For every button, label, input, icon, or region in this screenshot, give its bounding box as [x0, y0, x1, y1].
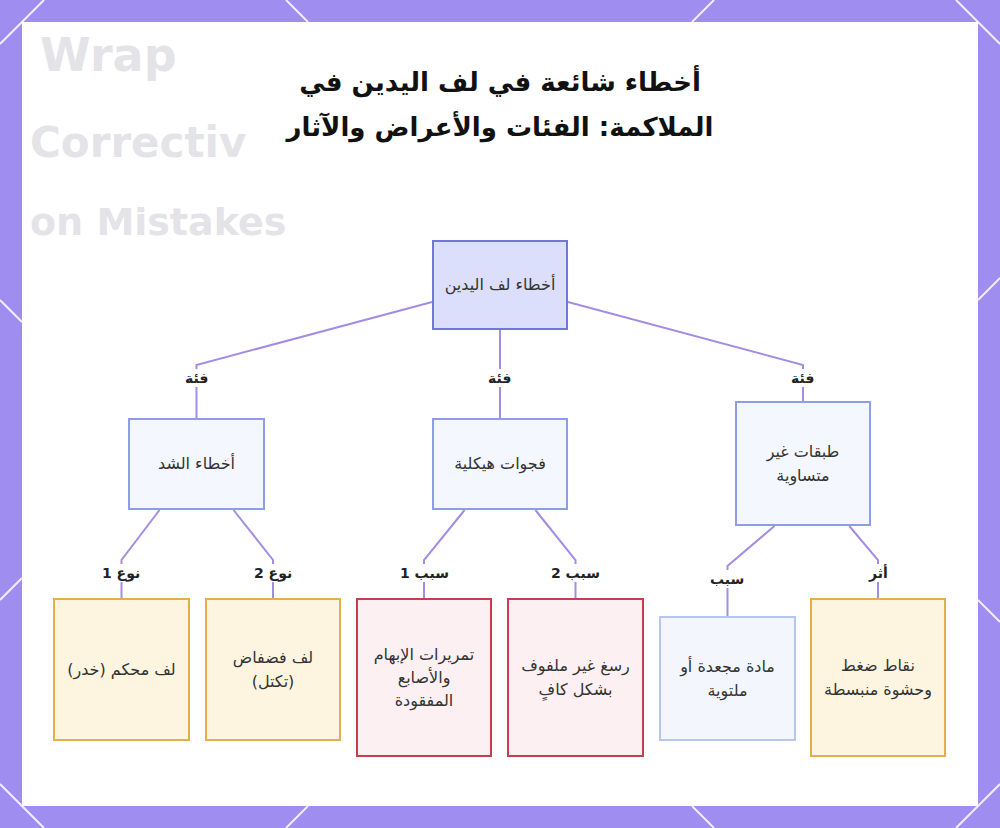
cause-box: تمريرات الإبهام والأصابع المفقودة [356, 598, 492, 757]
connector [197, 302, 433, 418]
node-text: رسغ غير ملفوف بشكل كافٍ [517, 654, 634, 700]
edge-label: سبب 1 [396, 564, 453, 582]
watermark-text: on Mistakes [30, 200, 286, 244]
category-box: طبقات غير متساوية [735, 401, 871, 526]
cause-box: رسغ غير ملفوف بشكل كافٍ [507, 598, 644, 757]
watermark-text: Wrap [40, 28, 177, 82]
edge-label: سبب 2 [547, 564, 604, 582]
cause-box: مادة مجعدة أو ملتوية [659, 616, 796, 741]
node-text: أخطاء الشد [158, 452, 235, 475]
node-text: مادة مجعدة أو ملتوية [669, 655, 786, 701]
edge-label: نوع 2 [250, 564, 296, 582]
node-text: نقاط ضغط وحشوة منبسطة [820, 654, 936, 700]
connector [849, 526, 878, 598]
connector [233, 510, 273, 598]
node-text: طبقات غير متساوية [745, 440, 861, 486]
category-box: فجوات هيكلية [432, 418, 568, 510]
node-text: تمريرات الإبهام والأصابع المفقودة [366, 643, 482, 713]
edge-label: سبب [706, 570, 748, 588]
node-text: فجوات هيكلية [454, 452, 546, 475]
edge-label: نوع 1 [98, 564, 144, 582]
node-text: لف محكم (خدر) [67, 658, 176, 681]
diagram-title: أخطاء شائعة في لف اليدين في الملاكمة: ال… [280, 60, 720, 149]
edge-label: فئة [484, 369, 515, 387]
watermark-text: Correctiv [30, 118, 246, 167]
detail-box: لف محكم (خدر) [53, 598, 190, 741]
connector [568, 302, 803, 401]
node-text: لف فضفاض (تكتل) [215, 646, 331, 692]
detail-box: لف فضفاض (تكتل) [205, 598, 341, 741]
connector [424, 510, 465, 598]
root-box: أخطاء لف اليدين [432, 240, 568, 330]
connector [535, 510, 575, 598]
node-text: أخطاء لف اليدين [445, 273, 556, 296]
edge-label: فئة [787, 369, 818, 387]
category-box: أخطاء الشد [128, 418, 265, 510]
edge-label: أثر [865, 564, 892, 582]
effect-box: نقاط ضغط وحشوة منبسطة [810, 598, 946, 757]
edge-label: فئة [181, 369, 212, 387]
connector [122, 510, 160, 598]
